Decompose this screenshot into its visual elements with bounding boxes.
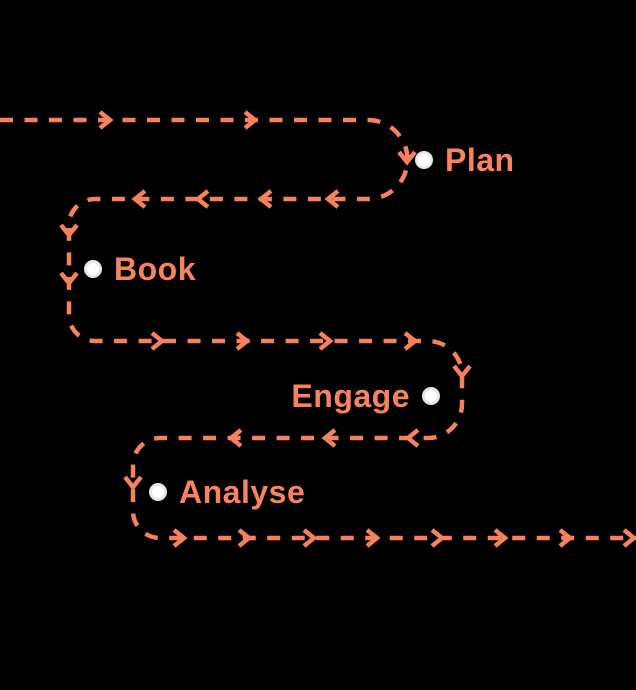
arrow-right-icon: [432, 530, 442, 546]
step-label: Analyse: [179, 474, 306, 510]
step-dot: [422, 387, 440, 405]
arrow-right-icon: [624, 530, 634, 546]
milestone-plan: Plan: [415, 144, 515, 176]
step-label: Book: [114, 251, 196, 287]
milestone-engage: Engage: [291, 380, 440, 412]
step-dot: [415, 151, 433, 169]
dashed-journey-path: [0, 117, 636, 541]
arrow-right-icon: [304, 530, 314, 546]
step-dot: [149, 483, 167, 501]
arrow-icons: [61, 112, 634, 546]
step-label: Plan: [445, 142, 515, 178]
milestone-book: Book: [84, 253, 196, 285]
step-label: Engage: [291, 378, 410, 414]
arrow-right-icon: [152, 333, 162, 349]
arrow-left-icon: [408, 430, 418, 446]
arrow-down-icon: [125, 477, 141, 487]
arrow-left-icon: [198, 191, 208, 207]
arrow-down-icon: [454, 366, 470, 376]
step-dot: [84, 260, 102, 278]
milestone-analyse: Analyse: [149, 476, 305, 508]
